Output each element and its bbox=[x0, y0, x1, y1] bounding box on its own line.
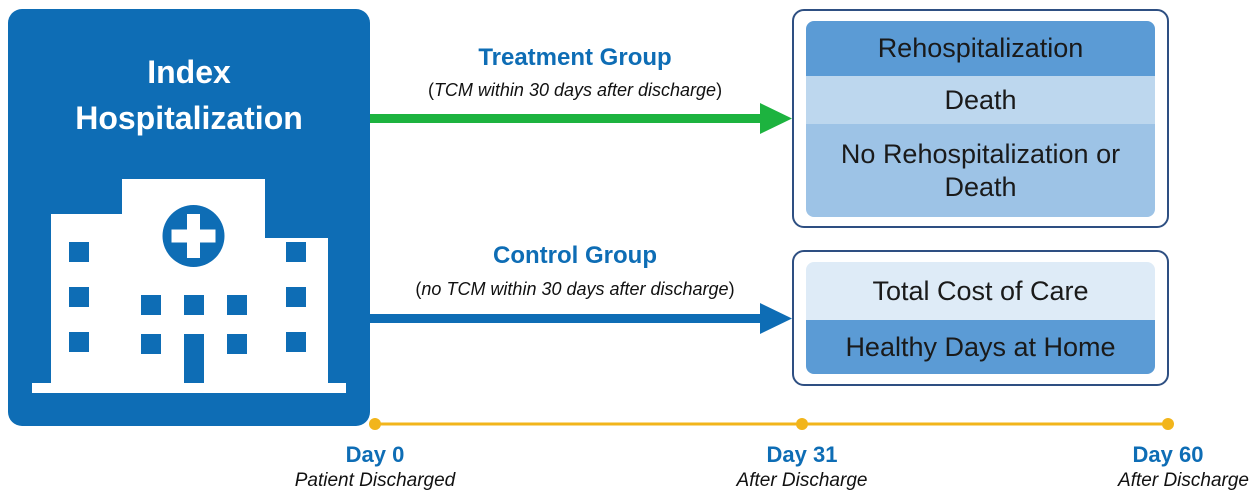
control-arrow bbox=[370, 303, 792, 334]
control-paren-open: ( bbox=[415, 279, 422, 299]
treatment-arrow bbox=[370, 103, 792, 134]
day0-note: Patient Discharged bbox=[294, 470, 456, 491]
outcome-total-cost-of-care: Total Cost of Care bbox=[806, 262, 1155, 320]
index-hospitalization-box: Index Hospitalization bbox=[8, 9, 370, 426]
treatment-group-title: Treatment Group bbox=[478, 44, 672, 71]
treatment-paren-open: ( bbox=[427, 80, 434, 100]
outcome-healthy-days-at-home: Healthy Days at Home bbox=[806, 320, 1155, 374]
secondary-outcomes-frame: Total Cost of Care Healthy Days at Home bbox=[792, 250, 1169, 386]
index-title-line1: Index bbox=[147, 54, 231, 90]
outcome-death: Death bbox=[806, 76, 1155, 124]
control-group-title: Control Group bbox=[493, 242, 657, 269]
timeline bbox=[369, 418, 1174, 430]
timeline-marker-day31 bbox=[796, 418, 808, 430]
treatment-paren-close: ) bbox=[716, 80, 723, 100]
timeline-marker-day60 bbox=[1162, 418, 1174, 430]
control-subtitle-text: no TCM within 30 days after discharge bbox=[421, 279, 729, 299]
secondary-outcomes-list: Total Cost of Care Healthy Days at Home bbox=[806, 262, 1155, 374]
outcome-rehospitalization: Rehospitalization bbox=[806, 21, 1155, 76]
primary-outcomes-frame: Rehospitalization Death No Rehospitaliza… bbox=[792, 9, 1169, 228]
day0-label: Day 0 bbox=[345, 442, 405, 467]
timeline-marker-day0 bbox=[369, 418, 381, 430]
day60-label: Day 60 bbox=[1132, 442, 1204, 467]
control-paren-close: ) bbox=[728, 279, 735, 299]
hospital-building-icon bbox=[32, 179, 346, 393]
index-title-line2: Hospitalization bbox=[75, 100, 303, 136]
day31-label: Day 31 bbox=[766, 442, 838, 467]
index-hospitalization-title: Index Hospitalization bbox=[8, 49, 370, 141]
control-group-subtitle: (no TCM within 30 days after discharge) bbox=[370, 279, 780, 300]
treatment-group-subtitle: (TCM within 30 days after discharge) bbox=[370, 80, 780, 101]
outcome-no-rehospitalization-or-death: No Rehospitalization or Death bbox=[806, 124, 1155, 217]
day31-note: After Discharge bbox=[736, 470, 868, 491]
primary-outcomes-list: Rehospitalization Death No Rehospitaliza… bbox=[806, 21, 1155, 217]
treatment-subtitle-text: TCM within 30 days after discharge bbox=[433, 80, 717, 100]
day60-note: After Discharge bbox=[1118, 470, 1249, 491]
